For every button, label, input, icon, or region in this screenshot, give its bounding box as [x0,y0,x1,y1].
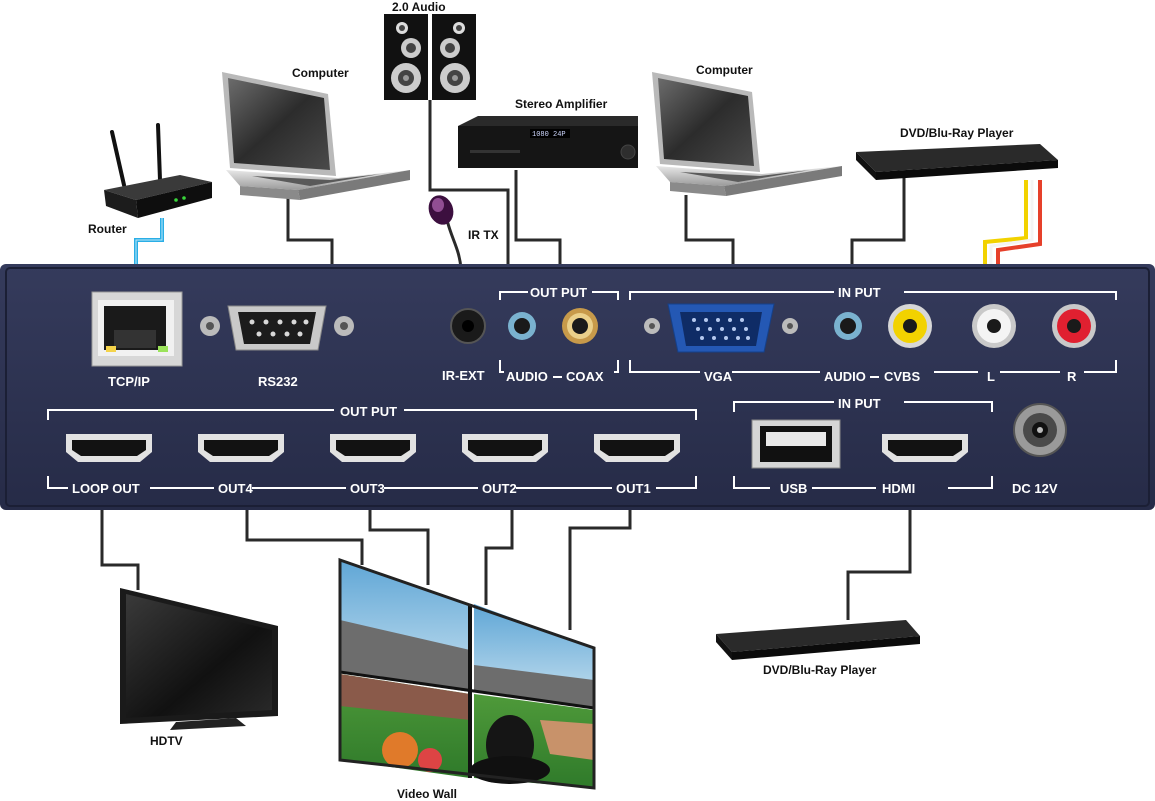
l-label: L [987,369,995,384]
ethernet-cable [134,218,164,270]
coax-out-jack[interactable] [562,308,598,344]
top-input-group [629,291,1117,378]
out4-cable [245,505,364,565]
rs232-port[interactable] [200,305,354,351]
computer-right-label: Computer [696,63,753,77]
out2-label: OUT2 [482,481,517,496]
hdtv-label: HDTV [150,734,183,748]
out1-label: OUT1 [616,481,651,496]
rca-white-cable [989,180,1034,270]
ir-cable [445,219,463,271]
out1-port[interactable] [594,434,680,462]
top-output-label: OUT PUT [530,285,587,300]
tcpip-label: TCP/IP [108,374,150,389]
computer-right-device [652,72,842,196]
ir-tx-device [428,195,454,225]
ir-ext-label: IR-EXT [442,368,485,383]
hdmi-in-cable [846,505,912,620]
tcpip-port[interactable] [91,291,183,367]
r-label: R [1067,369,1077,384]
amplifier-label: Stereo Amplifier [515,97,608,111]
out3-port[interactable] [330,434,416,462]
speakers-device [384,14,476,100]
amplifier-device: 1080 24P [458,116,638,168]
amp-display: 1080 24P [532,131,566,139]
out3-cable [368,505,430,585]
dc-label: DC 12V [1012,481,1058,496]
dvd-bottom-device [716,620,920,660]
vga-port[interactable] [644,303,798,353]
audio-out-jack[interactable] [508,312,536,340]
loop-out-port[interactable] [66,434,152,462]
video-wall-device [338,557,596,790]
hdtv-device [120,588,278,730]
computer-left-label: Computer [292,66,349,80]
amplifier-cable [514,170,562,270]
cvbs-label: CVBS [884,369,920,384]
hdmi-label: HDMI [882,481,915,496]
out2-cable [484,505,514,605]
cables [100,100,1042,630]
top-output-group [499,291,619,378]
vga-cable [684,195,735,270]
bottom-output-group [47,409,697,489]
dvd-bottom-label: DVD/Blu-Ray Player [763,663,877,677]
cvbs-jack[interactable] [888,304,932,348]
hdmi-out-ports [66,434,680,462]
out3-label: OUT3 [350,481,385,496]
bottom-output-label: OUT PUT [340,404,397,419]
dvd-top-device [856,144,1058,180]
ir-ext-jack[interactable] [450,308,486,344]
usb-label: USB [780,481,807,496]
router-device [104,123,212,218]
usb-port[interactable] [751,419,841,469]
audio-label: 2.0 Audio [392,0,446,14]
out4-port[interactable] [198,434,284,462]
dvd-top-label: DVD/Blu-Ray Player [900,126,1014,140]
computer-left-device [222,72,410,200]
audio-in-label: AUDIO [824,369,866,384]
rca-yellow-cable [983,180,1028,270]
audio-in-jack[interactable] [834,312,862,340]
hdmi-in-port[interactable] [882,434,968,462]
video-wall-label: Video Wall [397,787,458,801]
coax-label: COAX [566,369,604,384]
dc-power-jack[interactable] [1013,403,1067,457]
speaker-cable [428,100,510,270]
loop-out-label: LOOP OUT [72,481,140,496]
vga-label: VGA [704,369,733,384]
out1-cable [568,505,632,630]
top-input-label: IN PUT [838,285,881,300]
audio-l-jack[interactable] [972,304,1016,348]
loop-out-cable [100,505,140,590]
audio-r-jack[interactable] [1052,304,1096,348]
out2-port[interactable] [462,434,548,462]
audio-out-label: AUDIO [506,369,548,384]
bottom-input-label: IN PUT [838,396,881,411]
rca-red-cable [996,180,1042,270]
bottom-input-group [733,401,993,489]
out4-label: OUT4 [218,481,253,496]
router-label: Router [88,222,127,236]
rs232-cable [286,190,334,270]
ir-tx-label: IR TX [468,228,499,242]
dvd-audio-cable [850,178,906,270]
rs232-label: RS232 [258,374,298,389]
